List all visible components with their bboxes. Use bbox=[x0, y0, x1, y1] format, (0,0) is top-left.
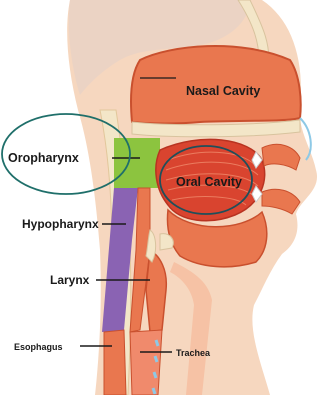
trachea-label: Trachea bbox=[176, 348, 211, 358]
esophagus-label: Esophagus bbox=[14, 342, 63, 352]
larynx-label: Larynx bbox=[50, 273, 90, 287]
oropharynx-label: Oropharynx bbox=[8, 151, 79, 165]
esophagus-tube bbox=[104, 330, 126, 395]
nasal-cavity-label: Nasal Cavity bbox=[186, 84, 260, 98]
hypopharynx-label: Hypopharynx bbox=[22, 217, 99, 231]
oral-cavity-label: Oral Cavity bbox=[176, 175, 242, 189]
oropharynx-region bbox=[114, 138, 160, 188]
